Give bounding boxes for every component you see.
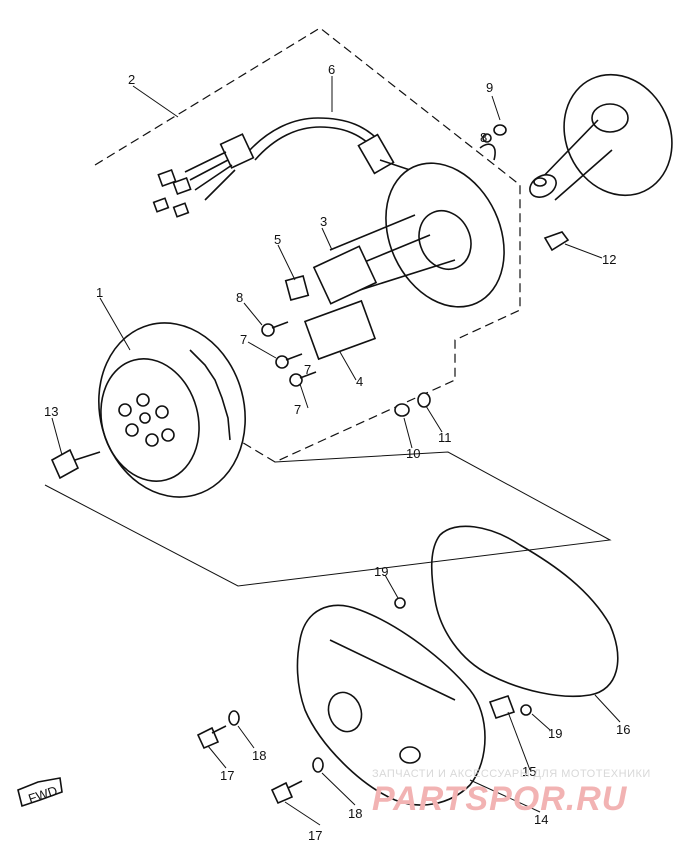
lower-group-outline (44, 451, 612, 587)
part-label: 17 (308, 828, 322, 843)
part-label: 13 (44, 404, 58, 419)
part-label: 19 (374, 564, 388, 579)
part-label: 2 (128, 72, 135, 87)
cover-gasket (430, 525, 619, 698)
fwd-arrow (17, 777, 63, 808)
part-label: 14 (534, 812, 548, 827)
part-label: 10 (406, 446, 420, 461)
part-label: 9 (486, 80, 493, 95)
part-label: 17 (220, 768, 234, 783)
wiring-harness (152, 117, 411, 218)
crankshaft-hub (529, 73, 673, 252)
part-label: 1 (96, 285, 103, 300)
side-cover (296, 604, 486, 806)
cover-fasteners (196, 597, 532, 805)
part-label: 12 (602, 252, 616, 267)
part-label: 7 (294, 402, 301, 417)
label-leaders (51, 76, 621, 826)
part-label: 18 (252, 748, 266, 763)
part-label: 3 (320, 214, 327, 229)
watermark-tagline: ЗАПЧАСТИ И АКСЕССУАРЫ ДЛЯ МОТОТЕХНИКИ (372, 768, 651, 780)
part-label: 18 (348, 806, 362, 821)
watermark-brand: PARTSPOR.RU (372, 780, 628, 818)
flywheel-bolt (50, 448, 101, 480)
part-label: 7 (304, 362, 311, 377)
part-label: 4 (356, 374, 363, 389)
part-label: 8 (236, 290, 243, 305)
part-label: 5 (274, 232, 281, 247)
part-label: 8 (480, 130, 487, 145)
part-label: 7 (240, 332, 247, 347)
stator-plate (284, 143, 505, 361)
flywheel (98, 322, 246, 498)
small-fasteners (261, 124, 507, 417)
part-label: 16 (616, 722, 630, 737)
part-label: 6 (328, 62, 335, 77)
part-label: 15 (522, 764, 536, 779)
assembly-group-outline (94, 27, 521, 463)
part-label: 19 (548, 726, 562, 741)
part-label: 11 (438, 430, 452, 445)
